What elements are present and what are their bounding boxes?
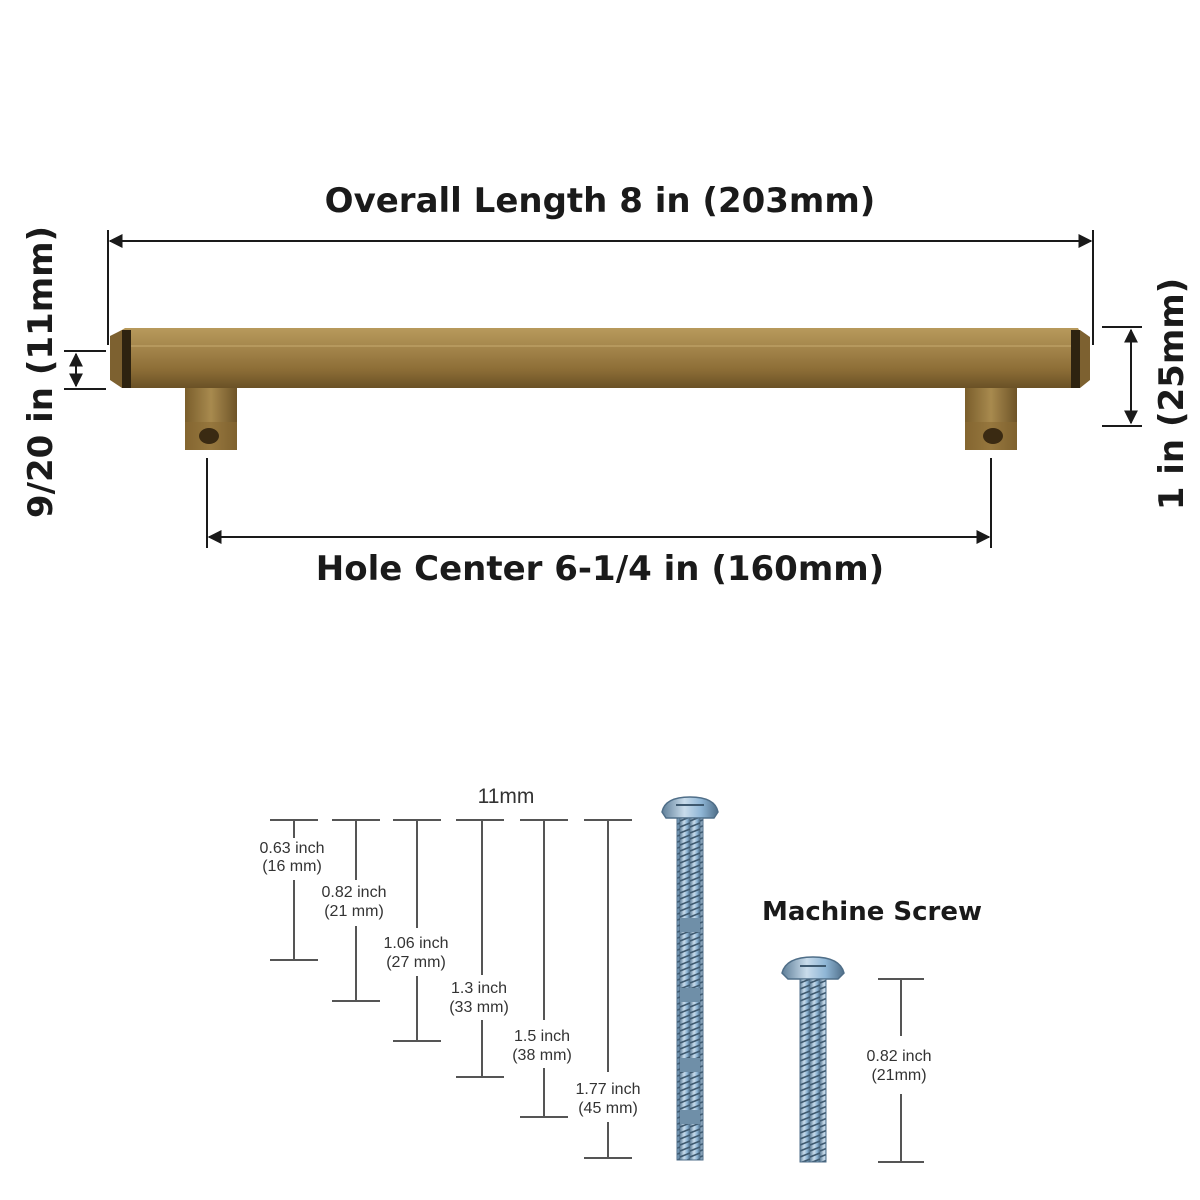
size-mm-2: (21 mm)	[324, 903, 384, 920]
machine-screw	[781, 956, 845, 1163]
screw-diameter-label: 11mm	[478, 785, 535, 808]
overall-length-label: Overall Length 8 in (203mm)	[325, 181, 876, 221]
size-mm-1: (16 mm)	[262, 858, 322, 875]
size-inch-1: 0.63 inch	[260, 840, 325, 857]
size-mm-4: (33 mm)	[449, 999, 509, 1016]
size-mm-3: (27 mm)	[386, 954, 446, 971]
post-hole-left	[199, 428, 219, 444]
end-cap-right	[1071, 330, 1080, 388]
size-inch-6: 1.77 inch	[576, 1081, 641, 1098]
machine-screw-dimension: 0.82 inch (21mm)	[867, 978, 932, 1163]
hole-center-label: Hole Center 6-1/4 in (160mm)	[316, 549, 884, 589]
size-inch-5: 1.5 inch	[514, 1028, 570, 1045]
machine-screw-title: Machine Screw	[762, 897, 982, 927]
handle-bar	[112, 328, 1082, 388]
machine-screw-mm: (21mm)	[871, 1067, 926, 1084]
machine-screw-inch: 0.82 inch	[867, 1048, 932, 1065]
screw-size-scale: 0.63 inch (16 mm) 0.82 inch (21 mm) 1.06…	[260, 819, 641, 1159]
projection-label: 1 in (25mm)	[1152, 278, 1192, 510]
size-inch-4: 1.3 inch	[451, 980, 507, 997]
size-mm-6: (45 mm)	[578, 1100, 638, 1117]
size-inch-3: 1.06 inch	[384, 935, 449, 952]
bar-width-label: 9/20 in (11mm)	[21, 226, 61, 518]
breakaway-screw	[661, 796, 719, 1161]
size-mm-5: (38 mm)	[512, 1047, 572, 1064]
end-cap-left	[122, 330, 131, 388]
cabinet-handle	[110, 328, 1090, 450]
size-inch-2: 0.82 inch	[322, 884, 387, 901]
post-hole-right	[983, 428, 1003, 444]
